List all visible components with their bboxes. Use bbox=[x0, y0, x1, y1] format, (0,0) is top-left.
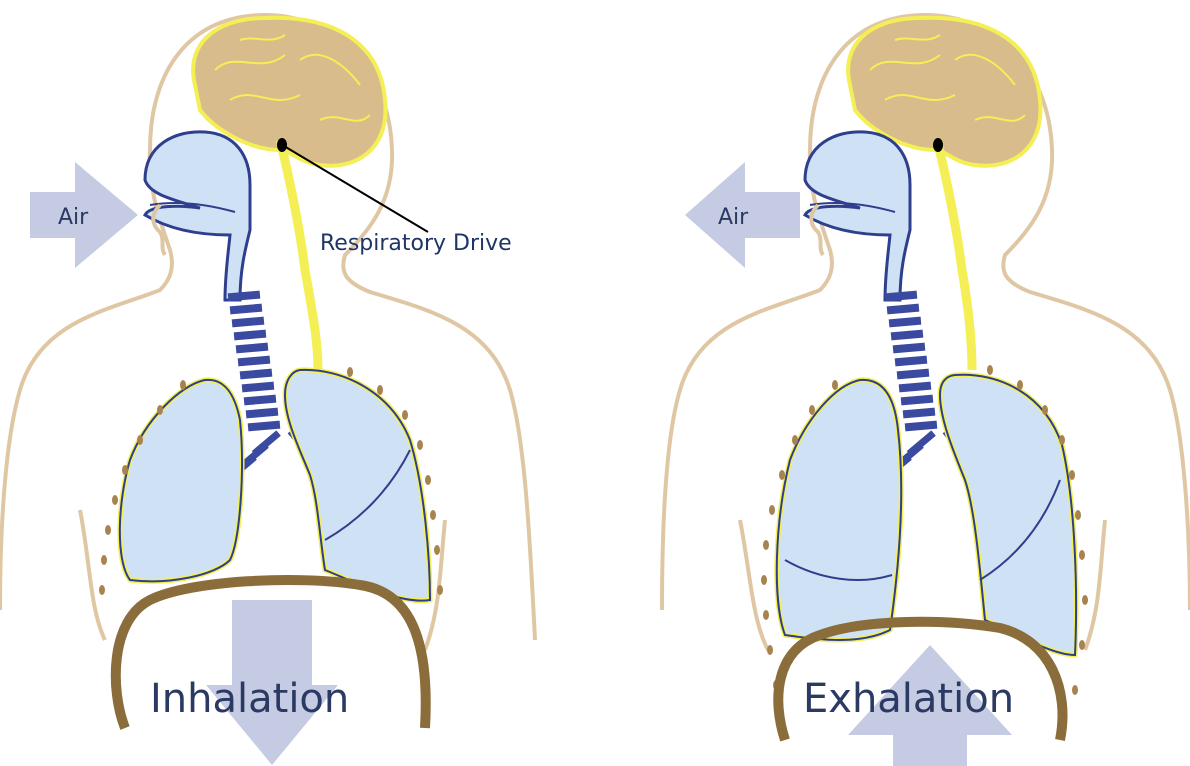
rib-line-right-b bbox=[1085, 520, 1105, 650]
respiratory-center-dot bbox=[277, 138, 287, 152]
respiratory-center-dot-right bbox=[933, 138, 943, 152]
inhalation-label: Inhalation bbox=[150, 676, 349, 722]
rib-line-right-a bbox=[740, 520, 768, 650]
left-lung-left bbox=[120, 380, 242, 581]
upper-airway-right bbox=[805, 132, 910, 300]
spinal-cord-right bbox=[937, 140, 972, 370]
left-lung-right bbox=[777, 380, 901, 640]
inhalation-panel: Air Inhalation Respiratory Drive bbox=[0, 15, 535, 765]
spinal-cord bbox=[280, 140, 318, 370]
upper-airway bbox=[145, 132, 250, 300]
exhalation-panel: Air Exhalation bbox=[662, 15, 1190, 766]
right-lung-right bbox=[940, 375, 1076, 655]
respiratory-drive-label: Respiratory Drive bbox=[320, 231, 512, 256]
exhalation-label: Exhalation bbox=[803, 676, 1014, 722]
air-label-left: Air bbox=[58, 205, 89, 230]
rib-line-left-a bbox=[80, 510, 105, 640]
air-label-right: Air bbox=[718, 205, 749, 230]
right-lung-left bbox=[285, 370, 430, 601]
